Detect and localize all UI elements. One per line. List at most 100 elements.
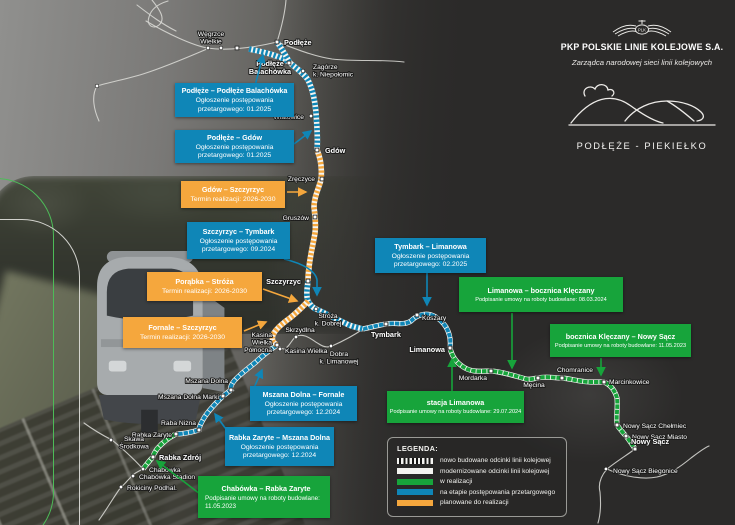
legend-title: LEGENDA: — [397, 444, 438, 453]
station-marker-kasina-pn — [274, 342, 280, 348]
arrow-podleze-balachowka — [254, 53, 266, 87]
station-marker-gdow — [314, 147, 320, 153]
station-label-rokiciny: Rokiciny Podhal. — [127, 485, 177, 492]
station-marker-rabka-zdroj — [150, 454, 156, 460]
station-label-szczyrzyc: Szczyrzyc — [266, 277, 301, 286]
legend-swatch-new-built — [397, 457, 433, 464]
station-label-kasina: Kasina Wielka — [285, 348, 328, 355]
project-box-title: Porąbka – Stróża — [175, 276, 234, 286]
station-marker-zagorze — [300, 68, 306, 74]
station-marker-skawa — [108, 437, 114, 443]
station-marker-mordarka — [488, 368, 494, 374]
legend-item: planowane do realizacji — [397, 499, 558, 506]
project-box-detail: przetargowego: 02.2025 — [393, 261, 468, 268]
station-marker-ns-miasto — [623, 433, 629, 439]
emblem-text: PLK — [638, 27, 646, 32]
station-marker-dobra — [328, 343, 334, 349]
station-label-mszana: Mszana Dolna — [185, 378, 228, 385]
legend-item: na etapie postępowania przetargowego — [397, 489, 558, 496]
station-label-zreczyce: Zręczyce — [288, 176, 315, 183]
station-marker-rokiciny — [118, 484, 124, 490]
project-box-detail: Ogłoszenie postępowania — [195, 97, 274, 105]
station-marker-chabowka — [140, 466, 146, 472]
arrow-szczyrzyc-tymbark — [283, 258, 322, 297]
station-label-chomranice: Chomranice — [557, 367, 593, 374]
station-marker-ns-biegonice — [603, 466, 609, 472]
project-box-title: Podłęże – Gdów — [206, 132, 263, 142]
arrow-porabka-stroza — [262, 288, 299, 303]
project-logo-icon — [568, 83, 716, 126]
station-marker-chabowka-stadion — [130, 473, 136, 479]
legend-swatch-green — [397, 478, 433, 485]
branding-block: PLK PKP POLSKIE LINIE KOLEJOWE S.A. Zarz… — [552, 18, 732, 151]
project-box-detail: Termin realizacji: 2026-2030 — [161, 287, 247, 295]
minor-station-dots — [94, 45, 224, 89]
project-box-detail: przetargowego: 01.2025 — [197, 152, 272, 159]
route-fornale-szczyrzyc — [269, 299, 311, 348]
project-title: PODŁĘŻE - PIEKIEŁKO — [576, 141, 708, 151]
station-marker-mecina — [535, 375, 541, 381]
project-box-detail: Ogłoszenie postępowania — [240, 443, 319, 451]
legend-swatch-blue — [397, 489, 433, 495]
legend: LEGENDA: nowo budowane odcinki linii kol… — [387, 437, 567, 517]
company-tagline: Zarządca narodowej sieci linii kolejowyc… — [571, 58, 713, 67]
arrow-podleze-gdow — [293, 130, 313, 145]
legend-item: nowo budowane odcinki linii kolejowej — [397, 457, 558, 464]
station-marker-limanowa — [447, 345, 453, 351]
station-marker-wegrzce — [234, 45, 240, 51]
station-marker-skrzydlna — [293, 334, 299, 340]
station-label-raba-nizna: Raba Niżna — [161, 420, 196, 427]
project-box-title: Gdów – Szczyrzyc — [201, 184, 265, 194]
project-box-detail: przetargowego: 12.2024 — [242, 452, 317, 459]
station-marker-zreczyce — [319, 176, 325, 182]
station-label-rabka-zdroj: Rabka Zdrój — [159, 453, 201, 462]
station-marker-raba-nizna — [196, 427, 202, 433]
station-marker-stroza — [313, 306, 319, 312]
station-label-gdow: Gdów — [325, 146, 346, 155]
station-label-gruszow: Gruszów — [283, 215, 310, 222]
station-label-mordarka: Mordarka — [459, 375, 488, 382]
project-box-detail: Podpisanie umowy na roboty budowlane: — [205, 494, 320, 502]
legend-swatch-orange — [397, 499, 433, 506]
station-label-wiatowice: Wiatowice — [274, 114, 305, 121]
station-label-podleze: Podłęże — [284, 38, 312, 47]
legend-item: modernizowane odcinki linii kolejowej — [397, 468, 558, 475]
project-box-detail: przetargowego: 12.2024 — [266, 409, 341, 416]
project-box-title: bocznica Klęczany – Nowy Sącz — [565, 331, 676, 341]
arrow-fornale-szczyrzyc — [243, 320, 268, 332]
project-box-detail: Termin realizacji: 2026-2030 — [139, 333, 225, 341]
station-label-tymbark: Tymbark — [371, 330, 402, 339]
station-label-ns-chelmiec: Nowy Sącz Chełmiec — [623, 423, 687, 430]
station-label-marcinkowice: Marcinkowice — [609, 379, 650, 386]
legend-label: na etapie postępowania przetargowego — [440, 488, 556, 496]
station-label-skrzydlna: Skrzydlna — [285, 327, 315, 334]
station-marker-koszary — [414, 312, 420, 318]
station-marker-mszana-marki — [220, 393, 226, 399]
station-label-koszary: Koszary — [422, 315, 447, 322]
project-box-detail: Termin realizacji: 2026-2030 — [190, 195, 276, 203]
station-marker-gruszow — [312, 214, 318, 220]
project-box-title: Tymbark – Limanowa — [394, 241, 467, 251]
project-box-detail: Podpisanie umowy na roboty budowlane: 11… — [554, 342, 687, 349]
station-marker-wiatowice — [308, 113, 314, 119]
project-box-detail: Podpisanie umowy na roboty budowlane: 08… — [475, 296, 607, 303]
station-marker-balachowka — [286, 60, 292, 66]
station-marker-szczyrzyc — [305, 278, 311, 284]
project-box-title: Podłęże – Podłęże Balachówka — [181, 86, 288, 96]
legend-label: planowane do realizacji — [440, 499, 509, 506]
project-box-detail: Ogłoszenie postępowania — [195, 143, 274, 151]
